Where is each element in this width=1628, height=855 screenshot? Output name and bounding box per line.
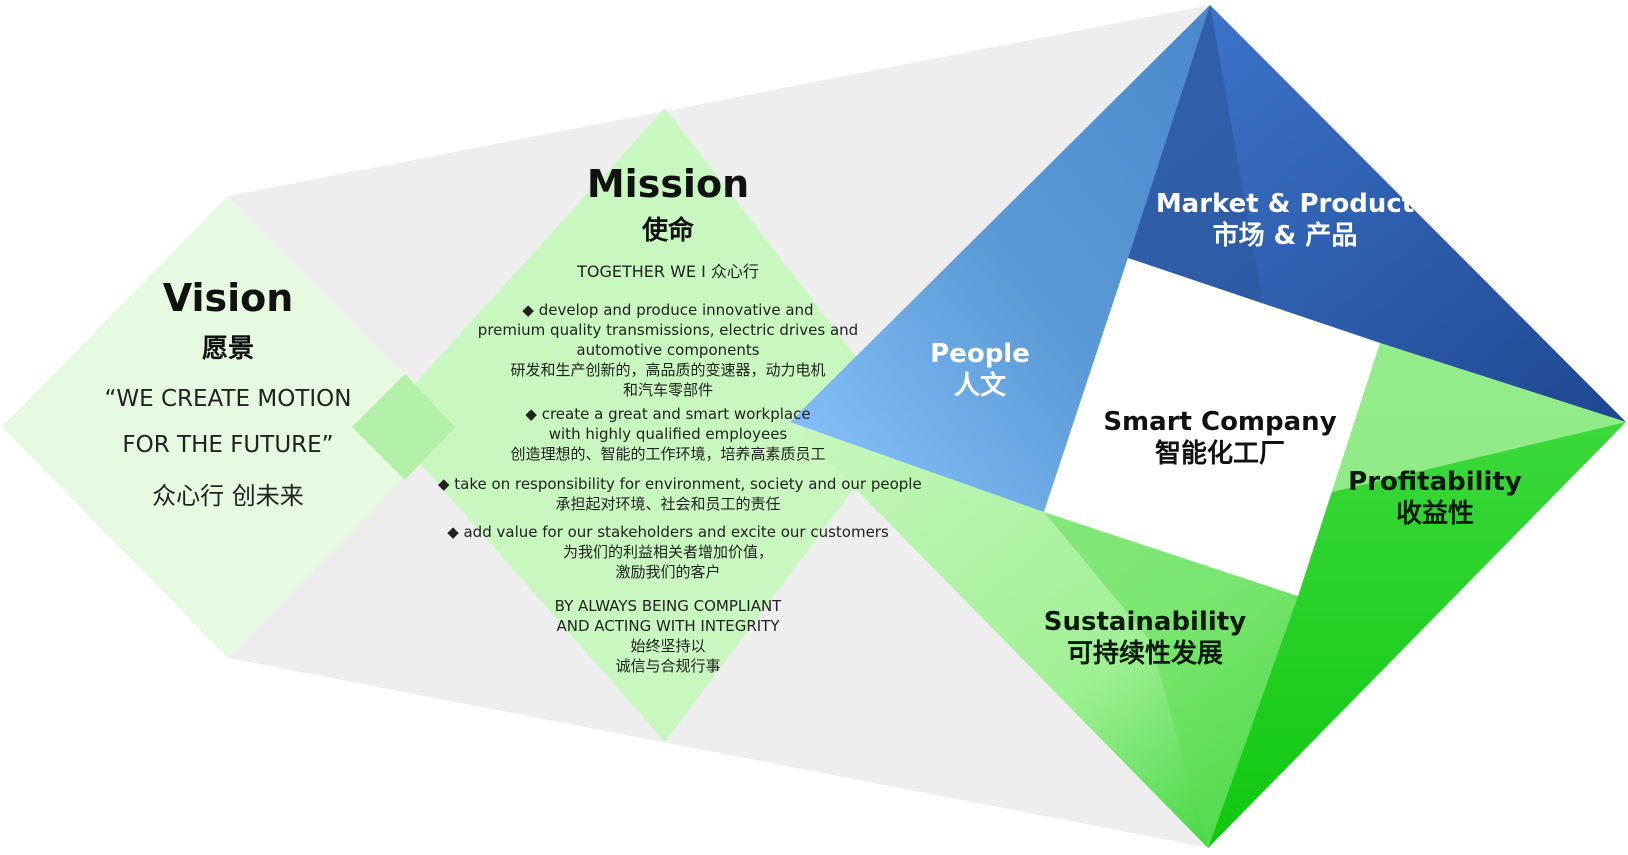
mission-point-2: ◆ create a great and smart workplace wit…: [438, 404, 898, 464]
mission-point-line: automotive components: [576, 341, 760, 359]
smart-company-label: Smart Company 智能化工厂: [1090, 406, 1350, 470]
people-panel: [790, 5, 1210, 512]
mission-integrity: BY ALWAYS BEING COMPLIANT AND ACTING WIT…: [438, 596, 898, 676]
mission-title-cn: 使命: [641, 216, 694, 246]
mission-point-line-cn: 为我们的利益相关者增加价值，: [562, 543, 773, 561]
mission-integrity-line-cn: 始终坚持以: [630, 637, 706, 655]
people-label-cn: 人文: [953, 371, 1006, 401]
vision-title-cn: 愿景: [201, 334, 254, 364]
profitability-label: Profitability 收益性: [1340, 466, 1530, 530]
vision-quote-line1: “WE CREATE MOTION: [104, 386, 352, 412]
vision-diamond: [2, 196, 455, 658]
mission-integrity-line: BY ALWAYS BEING COMPLIANT: [554, 597, 782, 615]
mission-point-line-cn: 承担起对环境、社会和员工的责任: [555, 495, 781, 513]
sustainability-label-cn: 可持续性发展: [1066, 639, 1223, 669]
mission-integrity-line: AND ACTING WITH INTEGRITY: [556, 617, 780, 635]
market-shade: [1128, 5, 1270, 342]
sustainability-label: Sustainability 可持续性发展: [1030, 606, 1260, 670]
vision-slogan-cn: 众心行 创未来: [152, 482, 304, 510]
mission-point-3: ◆ take on responsibility for environment…: [438, 474, 922, 514]
people-label: People 人文: [900, 338, 1060, 402]
smart-company-label-cn: 智能化工厂: [1154, 439, 1285, 469]
mission-point-line: with highly qualified employees: [548, 425, 788, 443]
mission-point-line: ◆ create a great and smart workplace: [525, 405, 811, 423]
market-label: Market & Product 市场 & 产品: [1150, 188, 1420, 252]
profitability-label-en: Profitability: [1348, 467, 1522, 497]
smart-company-square: [1044, 258, 1380, 596]
mission-point-line-cn: 创造理想的、智能的工作环境，培养高素质员工: [510, 445, 826, 463]
mission-integrity-line-cn: 诚信与合规行事: [615, 657, 721, 675]
mission-tagline: TOGETHER WE I 众心行: [577, 262, 759, 281]
mission-point-line-cn: 研发和生产创新的，高品质的变速器，动力电机: [510, 361, 826, 379]
mission-title: Mission: [586, 162, 750, 206]
sustainability-panel: [790, 422, 1298, 848]
profitability-label-cn: 收益性: [1395, 499, 1474, 529]
mission-point-line-cn: 激励我们的客户: [615, 563, 721, 581]
sustainability-label-en: Sustainability: [1043, 607, 1247, 637]
mission-point-1: ◆ develop and produce innovative and pre…: [438, 300, 898, 400]
vision-title: Vision: [162, 276, 294, 320]
market-label-cn: 市场 & 产品: [1212, 221, 1358, 251]
mission-point-line-cn: 和汽车零部件: [622, 381, 713, 399]
mission-point-line: ◆ develop and produce innovative and: [522, 301, 814, 319]
profitability-panel: [1208, 343, 1626, 848]
market-panel: [1128, 5, 1626, 422]
mission-point-4: ◆ add value for our stakeholders and exc…: [438, 522, 898, 582]
sustainability-shade: [1044, 512, 1298, 848]
smart-company-label-en: Smart Company: [1103, 407, 1337, 437]
mission-diamond: [382, 108, 905, 742]
mission-point-line: ◆ take on responsibility for environment…: [438, 475, 922, 493]
mission-point-line: ◆ add value for our stakeholders and exc…: [447, 523, 889, 541]
profitability-light: [1320, 343, 1626, 495]
market-label-en: Market & Product: [1155, 189, 1415, 219]
mission-point-line: premium quality transmissions, electric …: [477, 321, 859, 339]
vision-quote-line2: FOR THE FUTURE”: [122, 432, 334, 458]
people-label-en: People: [930, 339, 1030, 369]
overlap-diamond: [352, 374, 455, 480]
